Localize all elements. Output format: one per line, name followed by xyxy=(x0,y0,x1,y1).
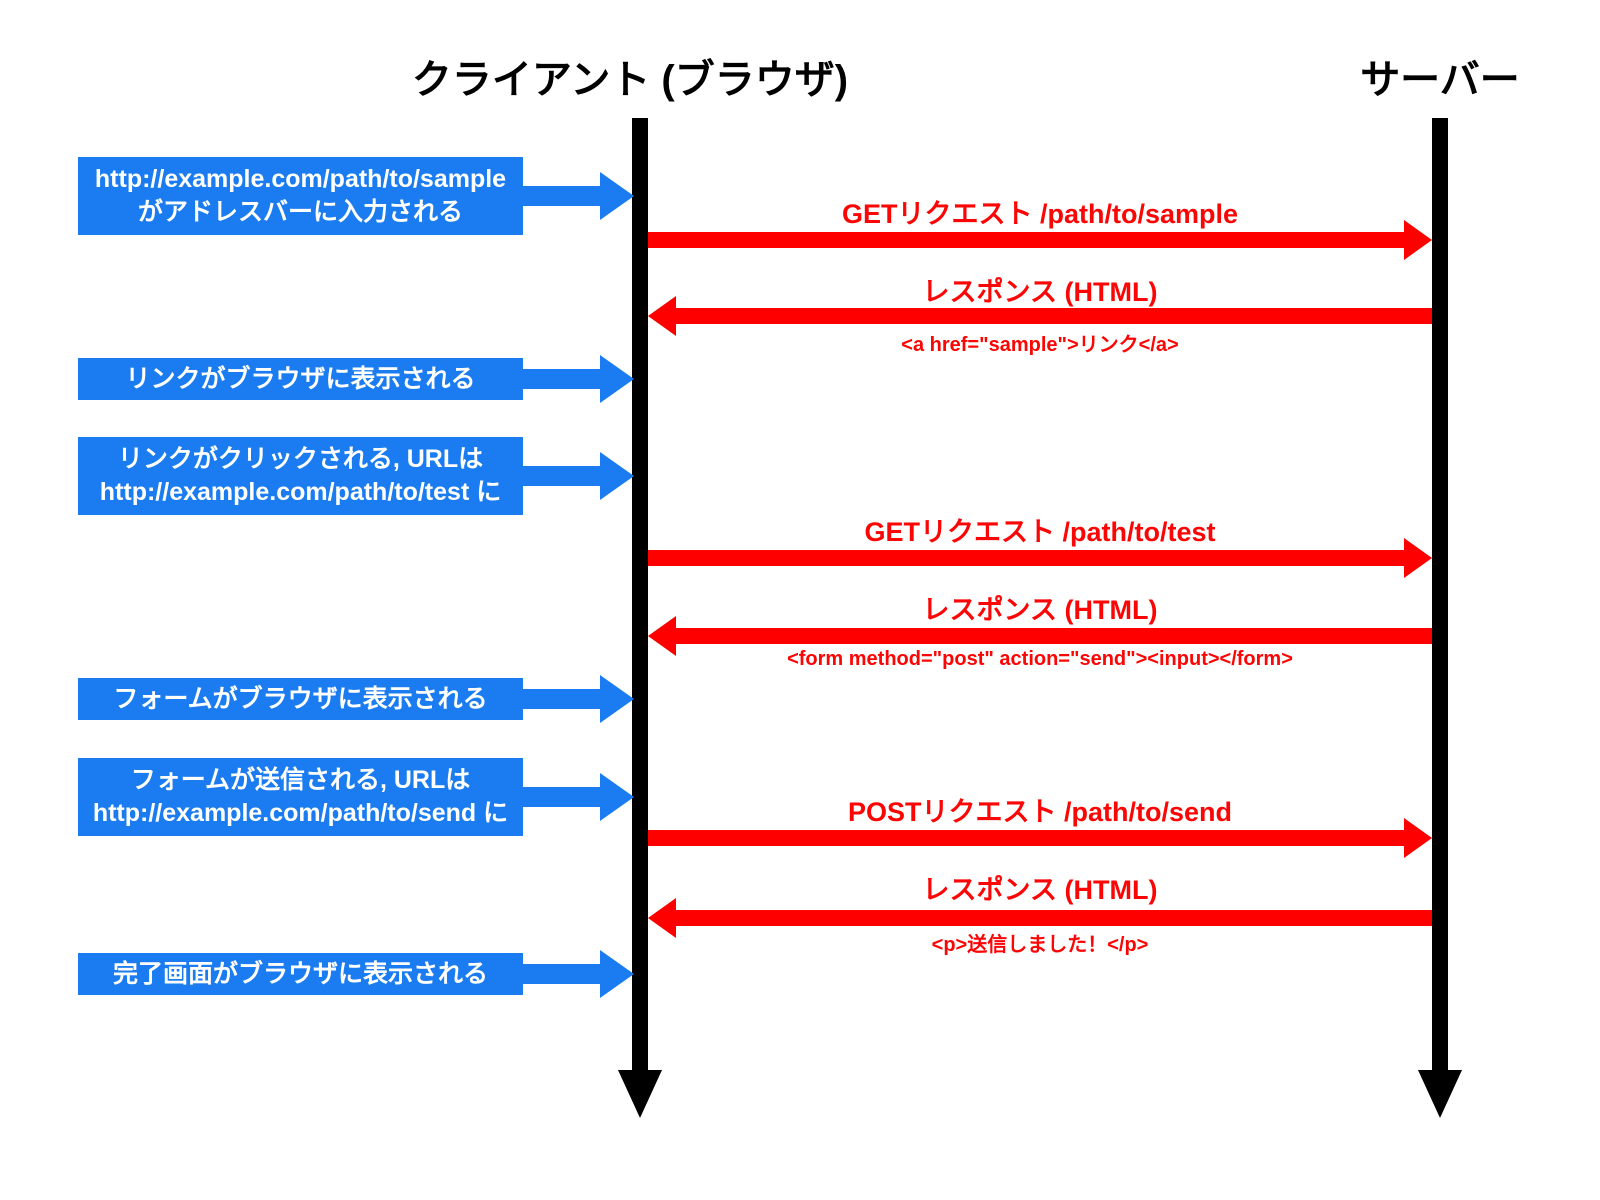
arrowhead-icon xyxy=(1404,220,1432,260)
note-arrowhead-icon xyxy=(600,773,634,821)
arrowhead-icon xyxy=(648,296,676,336)
arrow-shaft xyxy=(648,232,1406,248)
client-lifeline-arrowhead-icon xyxy=(618,1070,662,1118)
arrow-shaft xyxy=(674,628,1432,644)
note-arrowhead-icon xyxy=(600,172,634,220)
arrowhead-icon xyxy=(1404,538,1432,578)
note-link-clicked: リンクがクリックされる, URLは http://example.com/pat… xyxy=(78,437,523,515)
request-arrow-icon xyxy=(648,220,1432,260)
arrowhead-icon xyxy=(648,616,676,656)
note-url-entered: http://example.com/path/to/sample がアドレスバ… xyxy=(78,157,523,235)
response-code-snippet: <form method="post" action="send"><input… xyxy=(787,648,1293,670)
note-arrow-shaft xyxy=(522,466,602,486)
note-arrow-shaft xyxy=(522,964,602,984)
arrow-shaft xyxy=(674,308,1432,324)
note-arrowhead-icon xyxy=(600,675,634,723)
note-arrow-icon xyxy=(522,675,634,723)
note-arrow-shaft xyxy=(522,787,602,807)
server-lifeline xyxy=(1432,118,1448,1070)
message-label-response-html: レスポンス (HTML) xyxy=(922,875,1158,905)
response-code-snippet: <a href="sample">リンク</a> xyxy=(901,334,1179,356)
note-arrow-icon xyxy=(522,172,634,220)
arrow-shaft xyxy=(648,830,1406,846)
arrow-shaft xyxy=(648,550,1406,566)
message-label-post-send: POSTリクエスト /path/to/send xyxy=(847,797,1232,827)
note-arrowhead-icon xyxy=(600,355,634,403)
message-label-get-sample: GETリクエスト /path/to/sample xyxy=(841,199,1239,229)
response-code-snippet: <p>送信しました！</p> xyxy=(931,934,1149,956)
server-lifeline-arrowhead-icon xyxy=(1418,1070,1462,1118)
note-arrow-icon xyxy=(522,355,634,403)
server-actor-title: サーバー xyxy=(1360,58,1520,102)
arrowhead-icon xyxy=(1404,818,1432,858)
note-arrow-icon xyxy=(522,773,634,821)
note-form-displayed: フォームがブラウザに表示される xyxy=(78,678,523,720)
arrowhead-icon xyxy=(648,898,676,938)
client-actor-title: クライアント (ブラウザ) xyxy=(411,58,849,102)
message-label-get-test: GETリクエスト /path/to/test xyxy=(864,517,1216,547)
arrow-shaft xyxy=(674,910,1432,926)
note-arrowhead-icon xyxy=(600,452,634,500)
note-link-displayed: リンクがブラウザに表示される xyxy=(78,358,523,400)
response-arrow-icon xyxy=(648,898,1432,938)
note-arrow-icon xyxy=(522,452,634,500)
message-label-response-html: レスポンス (HTML) xyxy=(922,595,1158,625)
note-arrow-shaft xyxy=(522,369,602,389)
note-arrow-shaft xyxy=(522,689,602,709)
response-arrow-icon xyxy=(648,616,1432,656)
note-arrow-icon xyxy=(522,950,634,998)
note-complete-displayed: 完了画面がブラウザに表示される xyxy=(78,953,523,995)
response-arrow-icon xyxy=(648,296,1432,336)
request-arrow-icon xyxy=(648,818,1432,858)
message-label-response-html: レスポンス (HTML) xyxy=(922,277,1158,307)
note-arrow-shaft xyxy=(522,186,602,206)
request-arrow-icon xyxy=(648,538,1432,578)
note-form-submitted: フォームが送信される, URLは http://example.com/path… xyxy=(78,758,523,836)
note-arrowhead-icon xyxy=(600,950,634,998)
client-lifeline xyxy=(632,118,648,1070)
